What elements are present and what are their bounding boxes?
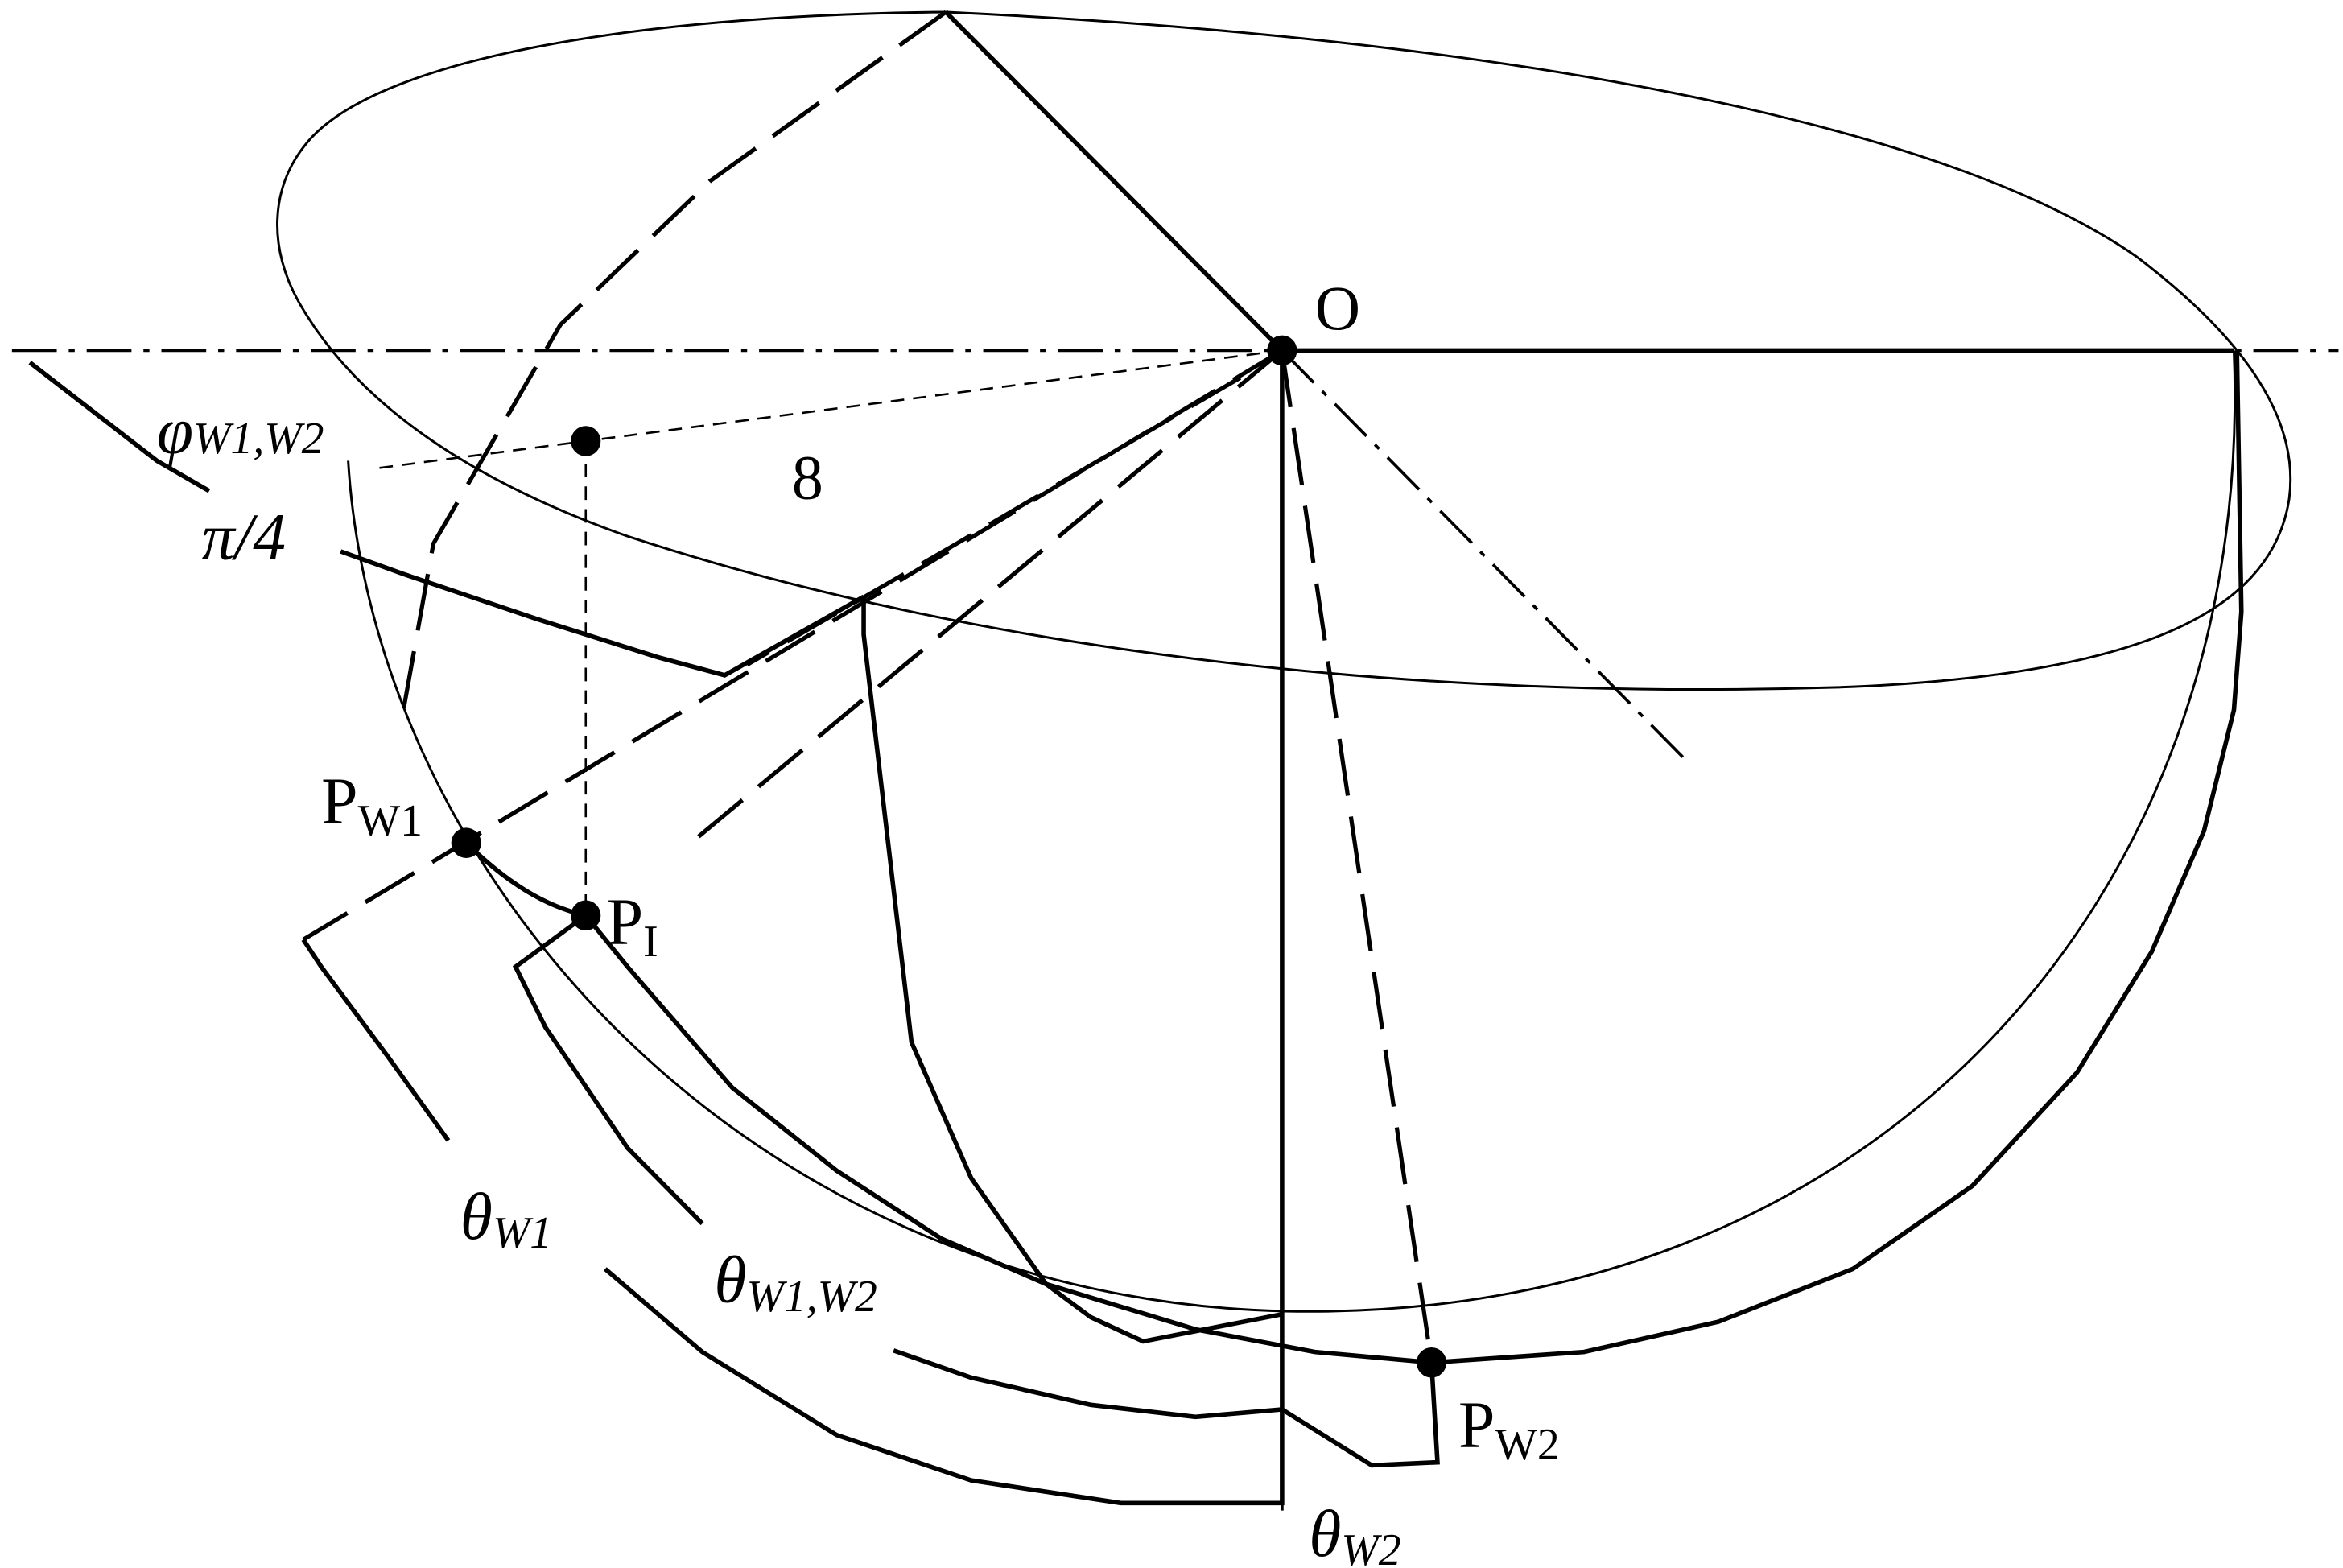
- phi-label: φW1,W2: [157, 394, 324, 468]
- theta-w2-label: θW2: [1309, 1497, 1400, 1568]
- thin-dashed-lines: [376, 349, 1283, 916]
- radius-lines: [944, 10, 2234, 353]
- origin-point: [1267, 335, 1297, 366]
- theta-w1-label: θW1: [460, 1179, 552, 1258]
- point-w1-label: PW1: [321, 764, 423, 845]
- top-ellipse: [276, 10, 2292, 691]
- points: [451, 335, 1447, 1378]
- origin-label: O: [1315, 273, 1360, 343]
- point-i: [571, 900, 601, 931]
- point-i-label: PI: [607, 885, 658, 967]
- quarter-pi-label: π/4: [202, 500, 286, 573]
- dashed-construction-lines: [302, 10, 1434, 1364]
- solid-curves: [28, 350, 2244, 1365]
- diagonal-axis: [1281, 349, 1690, 765]
- phi-point: [571, 426, 601, 456]
- point-w2: [1416, 1347, 1447, 1378]
- eight-label: 8: [792, 442, 823, 512]
- angle-arcs: [301, 350, 1440, 1506]
- point-w2-label: PW2: [1458, 1388, 1560, 1469]
- theta-w1w2-label: θW1,W2: [714, 1243, 877, 1322]
- point-w1: [451, 827, 481, 858]
- hemisphere-outline: [347, 350, 2237, 1313]
